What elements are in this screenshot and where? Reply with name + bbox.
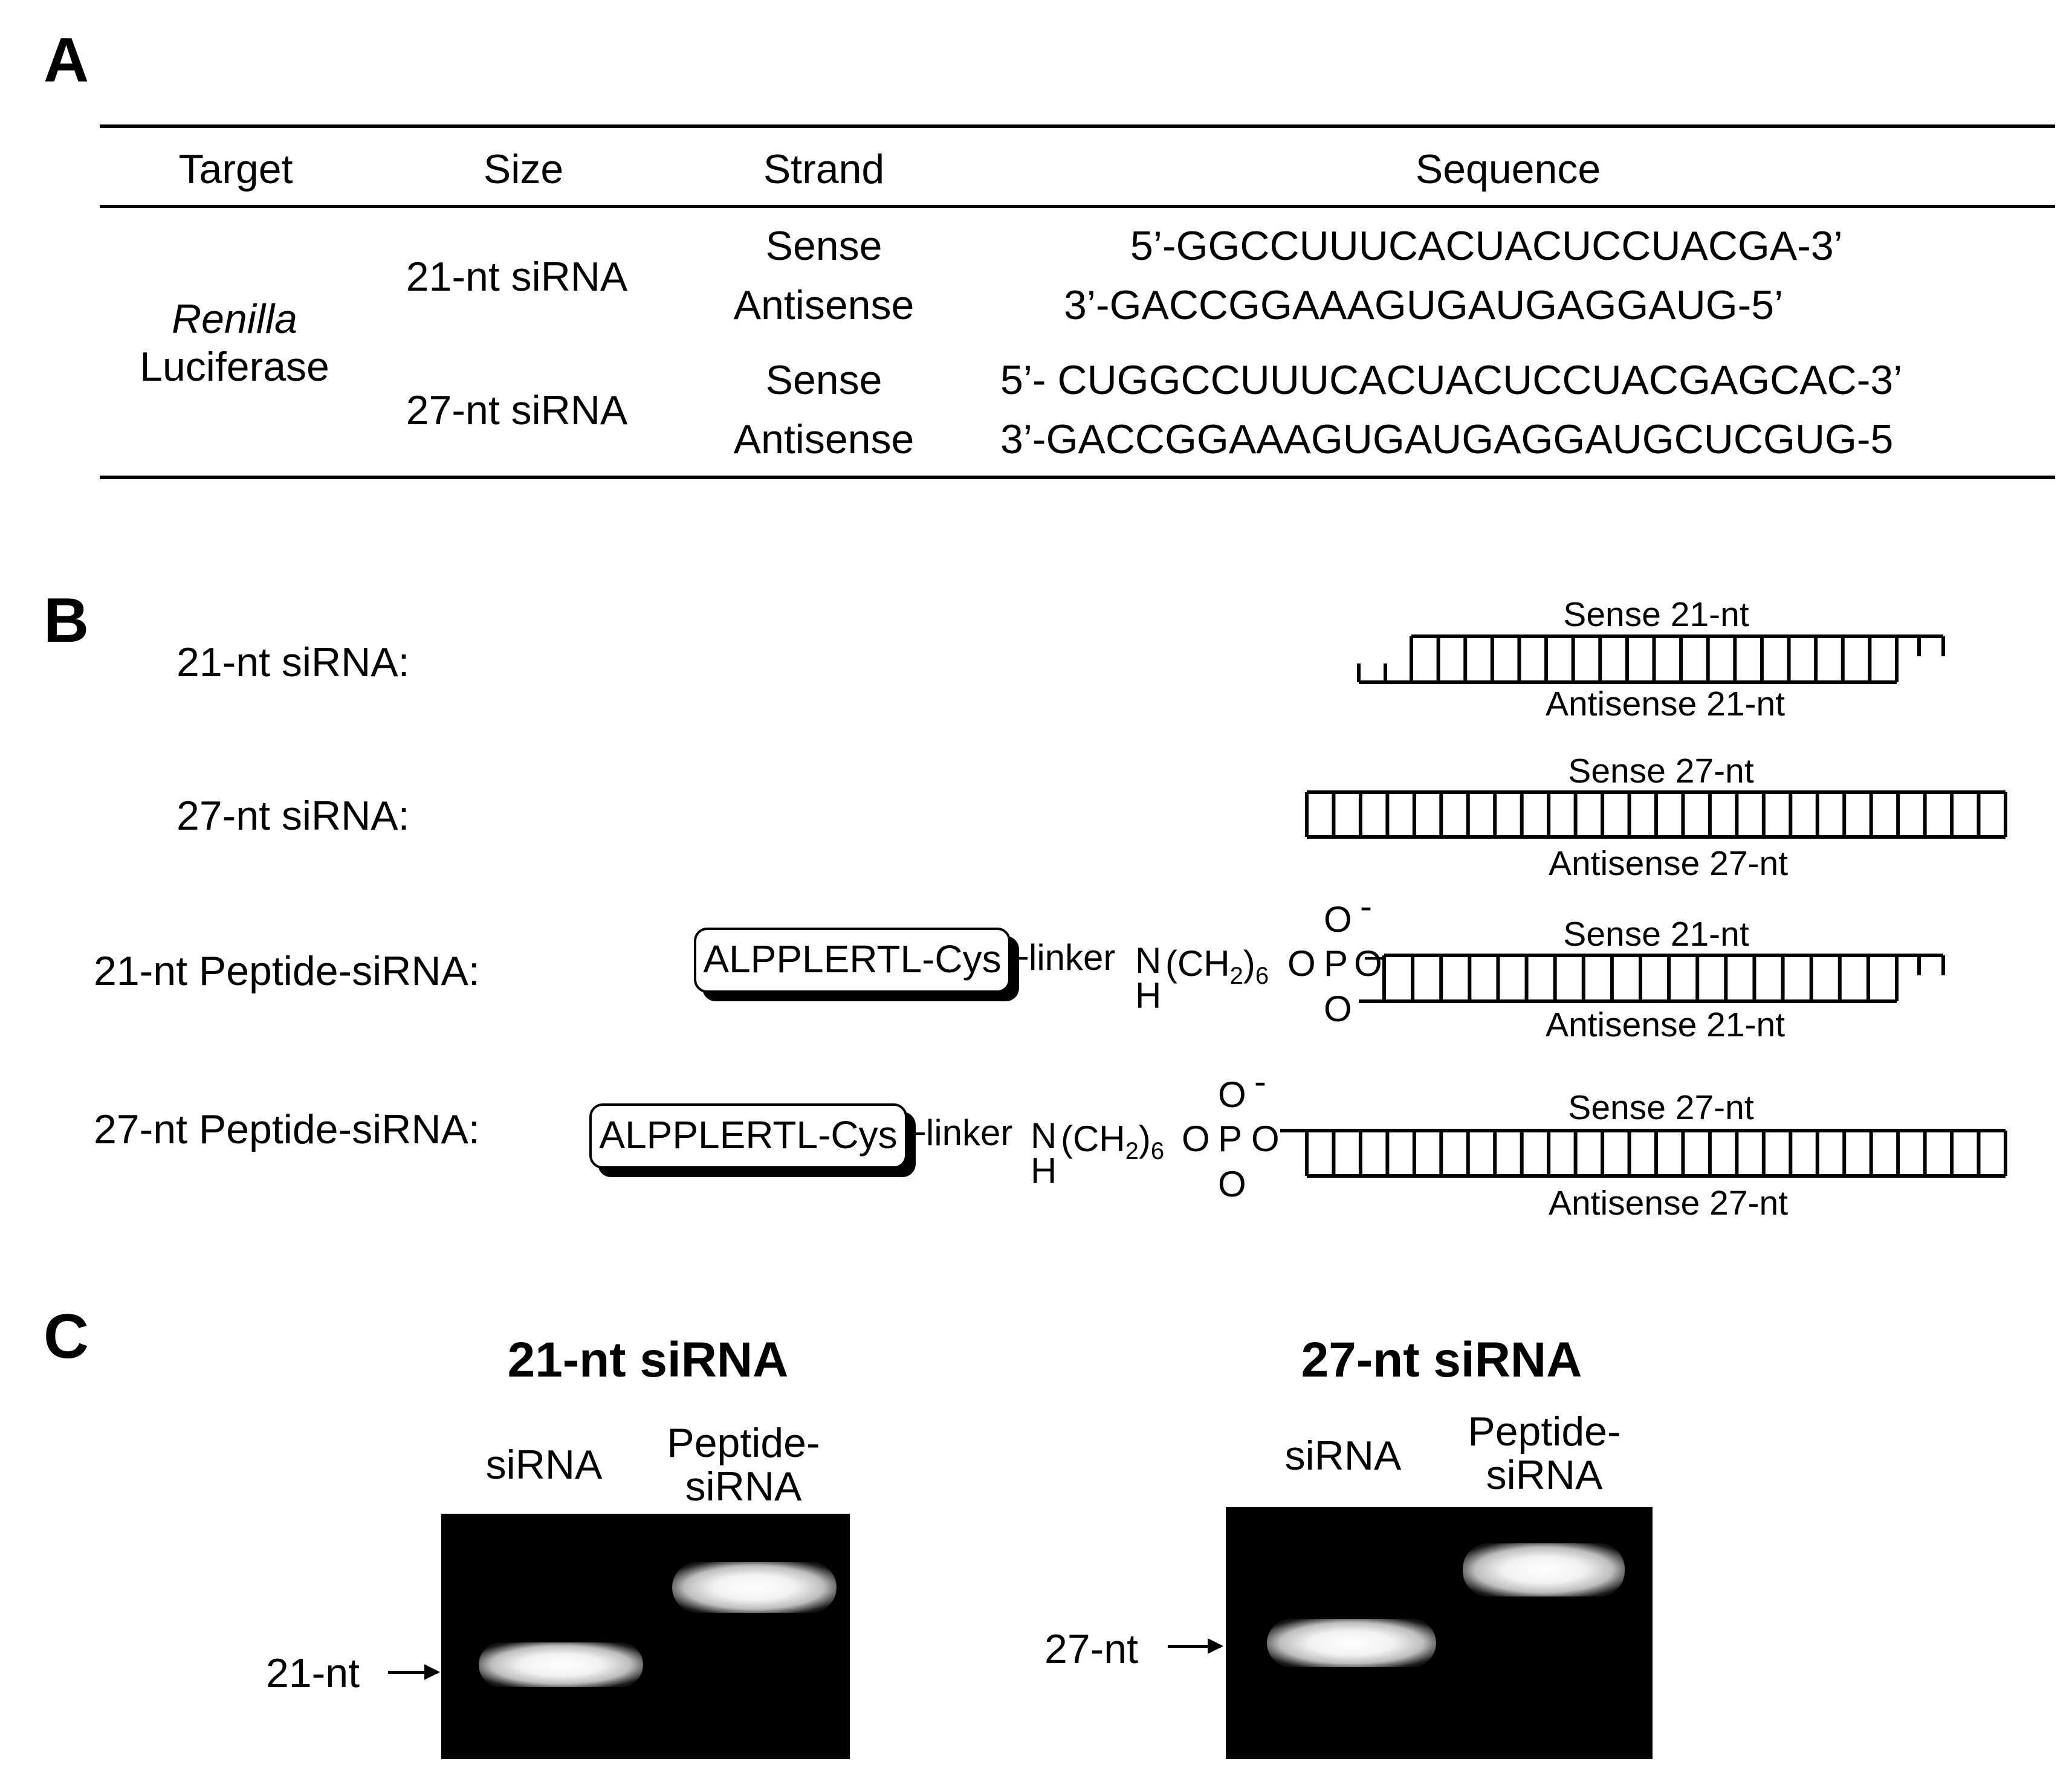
chem-o-link-21nt: O — [1354, 943, 1382, 984]
row-27nt-sense-seq: 5’- CUGGCCUUUCACUACUCCUACGAGCAC-3’ — [1000, 357, 1903, 403]
gel1-marker-arrow — [388, 1664, 440, 1680]
chem-linker-21nt: linker — [1029, 937, 1116, 978]
chem-o-top-27nt: O — [1218, 1074, 1246, 1115]
chem-o-top-21nt: O — [1324, 899, 1352, 940]
target-genus: Renilla — [172, 296, 297, 342]
chem-n-27nt: N — [1031, 1116, 1057, 1156]
chem-ch2-21nt: (CH2)6 — [1165, 943, 1269, 989]
duplex-27nt-peptide — [1280, 1129, 2007, 1178]
chem-minus-27nt: - — [1254, 1061, 1266, 1102]
chem-ch2-27nt: (CH2)6 — [1061, 1119, 1165, 1164]
gel1-band-peptide-sirna — [672, 1562, 837, 1613]
header-size: Size — [483, 146, 564, 192]
row-27nt-sense-label: Sense — [765, 357, 882, 403]
gel1-image — [441, 1514, 850, 1759]
gel2-marker-label: 27-nt — [1044, 1626, 1138, 1672]
gel2-band-peptide-sirna — [1463, 1543, 1625, 1597]
chem-linker-27nt: linker — [926, 1112, 1013, 1153]
gel1-lane1-label: siRNA — [485, 1442, 603, 1488]
panel-c-letter: C — [44, 1302, 89, 1372]
row-21nt-antisense-seq: 3’-GACCGGAAAGUGAUGAGGAUG-5’ — [1064, 282, 1784, 328]
construct-27nt-peptide-label: 27-nt Peptide-siRNA: — [94, 1106, 480, 1152]
row-21nt-antisense-label: Antisense — [733, 282, 915, 328]
gel1-band-sirna — [479, 1642, 643, 1687]
chem-h-21nt: H — [1135, 975, 1162, 1016]
duplex-27nt — [1305, 790, 2007, 839]
gel2-title: 27-nt siRNA — [1301, 1332, 1582, 1387]
table-header-rule — [100, 205, 2055, 208]
peptide-box-21nt: ALPPLERTL-Cys — [694, 928, 1011, 993]
chem-o-link-27nt: O — [1251, 1119, 1280, 1159]
table-bottom-rule — [100, 476, 2055, 479]
duplex-21nt — [1357, 634, 1945, 684]
duplex2-antisense-label: Antisense 27-nt — [1548, 844, 1789, 883]
duplex4-antisense-label: Antisense 27-nt — [1548, 1184, 1789, 1222]
duplex-21nt-peptide — [1359, 954, 1945, 1003]
construct-21nt-label: 21-nt siRNA: — [176, 639, 410, 685]
duplex1-sense-label: Sense 21-nt — [1563, 595, 1749, 634]
chem-o-bottom-27nt: O — [1218, 1164, 1246, 1204]
chem-p-27nt: P — [1218, 1119, 1243, 1159]
duplex2-sense-label: Sense 27-nt — [1568, 752, 1754, 790]
peptide-box-27nt: ALPPLERTL-Cys — [589, 1103, 907, 1169]
row-27nt-antisense-label: Antisense — [733, 416, 915, 462]
header-strand: Strand — [763, 146, 885, 192]
row-27nt-size: 27-nt siRNA — [406, 387, 628, 433]
chem-o-ester-21nt: O — [1287, 943, 1316, 984]
target-gene: Luciferase — [140, 344, 329, 390]
panel-a-letter: A — [44, 25, 89, 95]
row-21nt-sense-seq: 5’-GGCCUUUCACUACUCCUACGA-3’ — [1130, 223, 1843, 269]
chem-n-21nt: N — [1135, 940, 1162, 981]
header-sequence: Sequence — [1415, 146, 1601, 192]
chem-h-27nt: H — [1031, 1151, 1057, 1191]
panel-b-letter: B — [44, 586, 89, 656]
chem-o-bottom-21nt: O — [1324, 989, 1352, 1029]
construct-27nt-label: 27-nt siRNA: — [176, 793, 410, 839]
row-21nt-sense-label: Sense — [765, 223, 882, 269]
chem-o-ester-27nt: O — [1182, 1119, 1210, 1159]
duplex3-antisense-label: Antisense 21-nt — [1545, 1006, 1785, 1044]
duplex1-antisense-label: Antisense 21-nt — [1545, 685, 1785, 723]
gel2-band-sirna — [1267, 1619, 1436, 1667]
gel1-marker-label: 21-nt — [266, 1650, 360, 1696]
chem-minus-21nt: - — [1360, 886, 1372, 926]
gel2-marker-arrow — [1168, 1638, 1223, 1654]
row-27nt-antisense-seq: 3’-GACCGGAAAGUGAUGAGGAUGCUCGUG-5 — [1000, 416, 1894, 462]
table-top-rule — [100, 124, 2055, 128]
gel2-lane2-label: Peptide- siRNA — [1468, 1409, 1621, 1498]
duplex4-sense-label: Sense 27-nt — [1568, 1088, 1754, 1127]
chem-p-21nt: P — [1324, 943, 1348, 984]
gel2-lane1-label: siRNA — [1284, 1433, 1402, 1479]
gel1-lane2-label: Peptide- siRNA — [667, 1420, 820, 1509]
duplex3-sense-label: Sense 21-nt — [1563, 915, 1749, 954]
row-21nt-size: 21-nt siRNA — [406, 254, 628, 300]
gel2-image — [1226, 1507, 1653, 1759]
gel1-title: 21-nt siRNA — [507, 1332, 789, 1387]
header-target: Target — [178, 146, 293, 192]
construct-21nt-peptide-label: 21-nt Peptide-siRNA: — [94, 948, 480, 994]
